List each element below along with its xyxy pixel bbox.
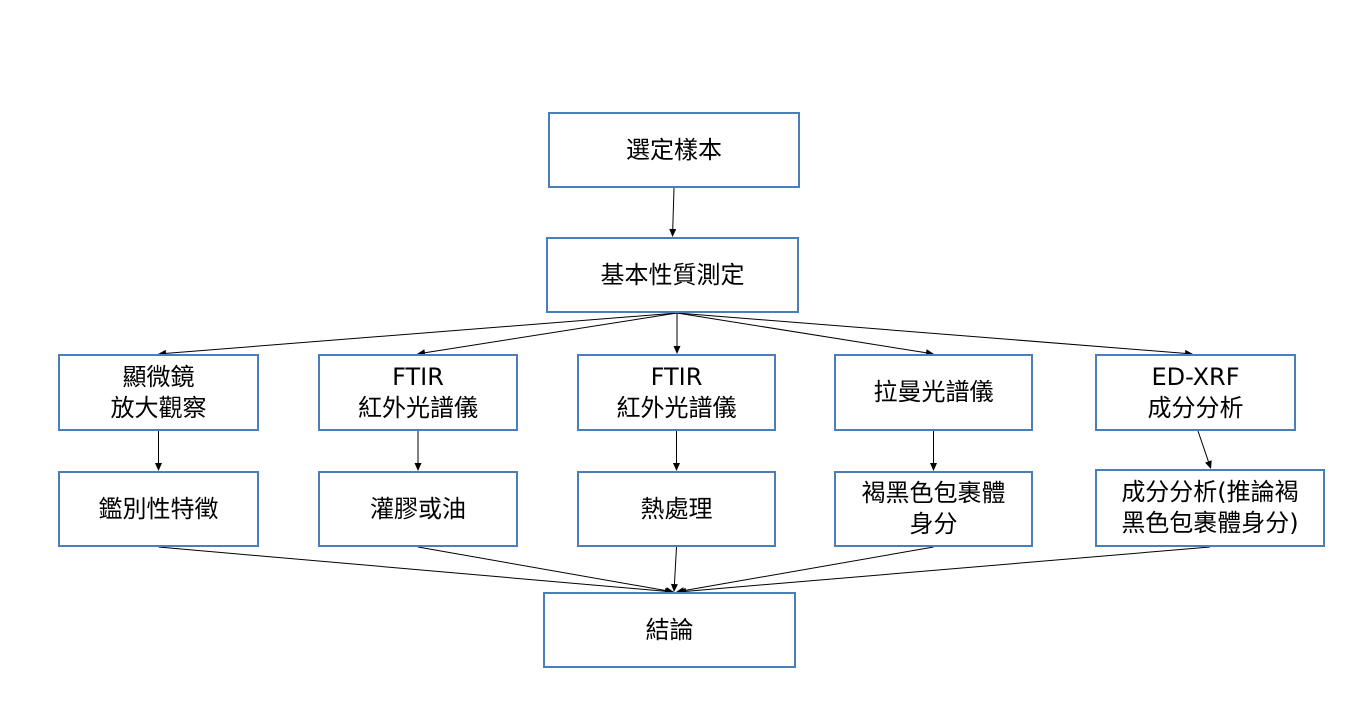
- edge-basic-to-ftir1: [417, 312, 678, 357]
- edge-ftir2-to-heat-arrowhead: [673, 463, 680, 471]
- edge-select-to-basic-arrowhead: [669, 228, 677, 237]
- edge-brown2-to-concl-line: [685, 546, 1211, 592]
- edge-glue-to-concl: [417, 546, 674, 595]
- edge-edxrf-to-brown2-arrowhead: [1205, 460, 1212, 469]
- node-inclusion-identity: 褐黑色包裹體 身分: [834, 471, 1033, 547]
- node-diagnostic-features: 鑑別性特徵: [58, 471, 259, 547]
- edge-heat-to-concl: [670, 546, 678, 592]
- edge-basic-to-micro: [158, 312, 678, 357]
- edge-edxrf-to-brown2: [1197, 430, 1212, 469]
- node-glue-or-oil: 灌膠或油: [318, 471, 518, 547]
- node-ftir-1-line-2: 紅外光譜儀: [358, 393, 478, 422]
- node-ftir-2-line-2: 紅外光譜儀: [616, 393, 737, 422]
- node-basic-property-test-line-1: 基本性質測定: [600, 260, 745, 289]
- node-ftir-1-line-1: FTIR: [392, 362, 444, 391]
- node-heat-treatment: 熱處理: [577, 471, 776, 547]
- node-ftir-2: FTIR 紅外光譜儀: [577, 354, 776, 431]
- edge-edxrf-to-brown2-line: [1197, 430, 1209, 462]
- edge-ftir1-to-glue-arrowhead: [414, 463, 422, 471]
- node-diagnostic-features-line-1: 鑑別性特徵: [98, 494, 219, 523]
- edge-feat-to-concl-line: [158, 546, 666, 592]
- edge-glue-to-concl-line: [417, 546, 667, 592]
- node-basic-property-test: 基本性質測定: [546, 237, 799, 313]
- edge-basic-to-ftir2: [673, 313, 681, 354]
- node-ed-xrf-line-2: 成分分析: [1147, 393, 1244, 422]
- edge-basic-to-edxrf-line: [676, 312, 1186, 354]
- edge-raman-to-brown1: [930, 431, 937, 471]
- node-ed-xrf-line-1: ED-XRF: [1151, 362, 1240, 391]
- node-composition-inference: 成分分析(推論褐 黑色包裹體身分): [1095, 469, 1325, 547]
- node-inclusion-identity-line-1: 褐黑色包裹體: [861, 479, 1006, 507]
- node-inclusion-identity-line-2: 身分: [909, 510, 958, 538]
- edge-basic-to-micro-line: [165, 312, 678, 354]
- edge-ftir2-to-heat: [673, 431, 680, 471]
- edge-heat-to-concl-arrowhead: [670, 583, 678, 592]
- node-select-sample: 選定樣本: [548, 112, 800, 188]
- node-conclusion: 結論: [543, 592, 796, 668]
- node-conclusion-line-1: 結論: [645, 615, 694, 644]
- node-ftir-2-line-1: FTIR: [650, 362, 703, 391]
- edge-brown2-to-concl: [678, 546, 1211, 595]
- edge-select-to-basic: [669, 187, 677, 237]
- node-raman: 拉曼光譜儀: [834, 354, 1033, 431]
- node-ed-xrf: ED-XRF 成分分析: [1095, 354, 1296, 431]
- node-select-sample-line-1: 選定樣本: [626, 135, 722, 164]
- edge-brown1-to-concl-line: [683, 546, 934, 592]
- node-microscope-line-1: 顯微鏡: [122, 362, 195, 391]
- edge-brown1-to-concl: [676, 546, 934, 595]
- edge-micro-to-feat-arrowhead: [155, 463, 162, 471]
- node-raman-line-1: 拉曼光譜儀: [873, 378, 994, 406]
- edge-basic-to-ftir2-arrowhead: [673, 346, 681, 354]
- edge-basic-to-raman: [676, 312, 934, 357]
- edge-select-to-basic-line: [672, 187, 675, 230]
- node-ftir-1: FTIR 紅外光譜儀: [318, 354, 518, 431]
- node-microscope-line-2: 放大觀察: [110, 393, 207, 422]
- node-microscope: 顯微鏡 放大觀察: [58, 354, 259, 431]
- edge-basic-to-ftir1-line: [424, 312, 678, 354]
- edge-basic-to-raman-line: [676, 312, 927, 354]
- edge-feat-to-concl: [158, 546, 673, 595]
- node-composition-inference-line-2: 黑色包裹體身分): [1121, 509, 1299, 537]
- edge-basic-to-edxrf: [676, 312, 1193, 357]
- node-composition-inference-line-1: 成分分析(推論褐: [1121, 478, 1299, 506]
- edge-raman-to-brown1-arrowhead: [930, 463, 937, 471]
- edge-heat-to-concl-line: [673, 546, 677, 585]
- node-glue-or-oil-line-1: 灌膠或油: [370, 494, 466, 523]
- node-heat-treatment-line-1: 熱處理: [640, 494, 713, 523]
- edge-ftir1-to-glue: [414, 431, 422, 471]
- edge-micro-to-feat: [155, 431, 162, 471]
